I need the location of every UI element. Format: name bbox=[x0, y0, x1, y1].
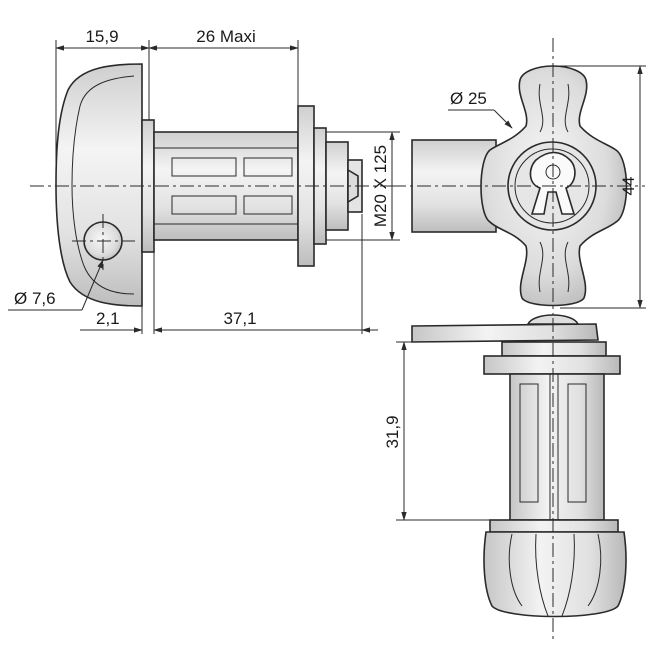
front-view bbox=[392, 38, 645, 318]
dim-knob-diameter: Ø 25 bbox=[450, 89, 487, 108]
dim-depth: 31,9 bbox=[383, 415, 402, 448]
bottom-cap bbox=[483, 531, 627, 618]
side-cap-inner bbox=[71, 75, 135, 295]
dim-thread: M20 X 125 bbox=[371, 145, 390, 227]
bottom-view bbox=[411, 314, 627, 640]
dim-width-front: 15,9 bbox=[85, 27, 118, 46]
dim-height: 44 bbox=[619, 177, 638, 196]
dim-overall-length: 37,1 bbox=[223, 309, 256, 328]
bottom-body bbox=[509, 373, 605, 521]
bottom-nut bbox=[501, 341, 607, 357]
side-view bbox=[30, 63, 392, 307]
dimensions: 15,9 26 Maxi M20 X 125 Ø 7,6 2,1 37,1 Ø … bbox=[8, 27, 646, 521]
bottom-flange bbox=[489, 519, 619, 533]
dim-hole-diameter: Ø 7,6 bbox=[14, 289, 56, 308]
dim-flange: 2,1 bbox=[96, 309, 120, 328]
bottom-cam bbox=[411, 323, 599, 343]
dim-body-length: 26 Maxi bbox=[196, 27, 256, 46]
